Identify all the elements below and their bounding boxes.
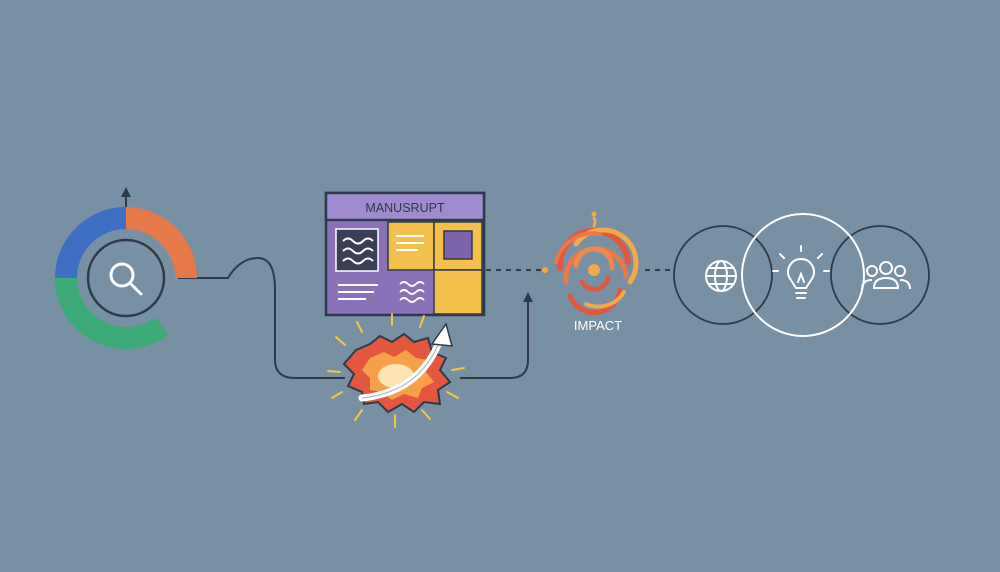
- image-placeholder: [443, 230, 473, 260]
- connector-ring-to-burst: [178, 256, 345, 379]
- ring-segment-blue: [55, 207, 127, 279]
- globe-icon: [705, 260, 737, 292]
- fingerprint-spiral-icon: [542, 211, 639, 316]
- people-group-icon: [861, 261, 911, 290]
- lightbulb-icon: [772, 245, 830, 299]
- impact-label: IMPACT: [574, 318, 622, 333]
- search-ring: [55, 207, 197, 349]
- ring-up-arrowhead: [121, 187, 131, 197]
- explosion-burst-icon: [327, 313, 465, 428]
- text-lines-icon: [396, 235, 424, 251]
- ring-inner-circle: [86, 238, 166, 318]
- burst-rays: [327, 313, 465, 428]
- burst-arrow-swoosh: [358, 336, 444, 402]
- circle-global: [673, 225, 773, 325]
- manuscript-title: MANUSRUPT: [365, 201, 445, 215]
- circle-idea: [741, 213, 865, 337]
- burst-arrowhead: [430, 322, 454, 347]
- magnifier-icon: [109, 262, 143, 296]
- wave-lines-icon: [342, 237, 374, 265]
- manuscript-header: [324, 191, 486, 222]
- ring-segment-orange: [125, 207, 197, 279]
- fingerprint-center: [588, 264, 600, 276]
- circle-people: [830, 225, 930, 325]
- text-tile-bottom: [433, 269, 483, 315]
- connector-arrowhead-impact: [523, 292, 533, 302]
- ring-segment-green: [55, 277, 169, 349]
- connector-burst-to-impact: [460, 300, 529, 379]
- connector-lines: [121, 187, 672, 379]
- wave-lines-small-icon: [399, 281, 425, 303]
- body-lines-icon: [338, 284, 378, 300]
- text-tile-yellow: [387, 221, 435, 271]
- manuscript-panel: MANUSRUPT: [324, 191, 486, 317]
- outcome-circles: [673, 213, 930, 337]
